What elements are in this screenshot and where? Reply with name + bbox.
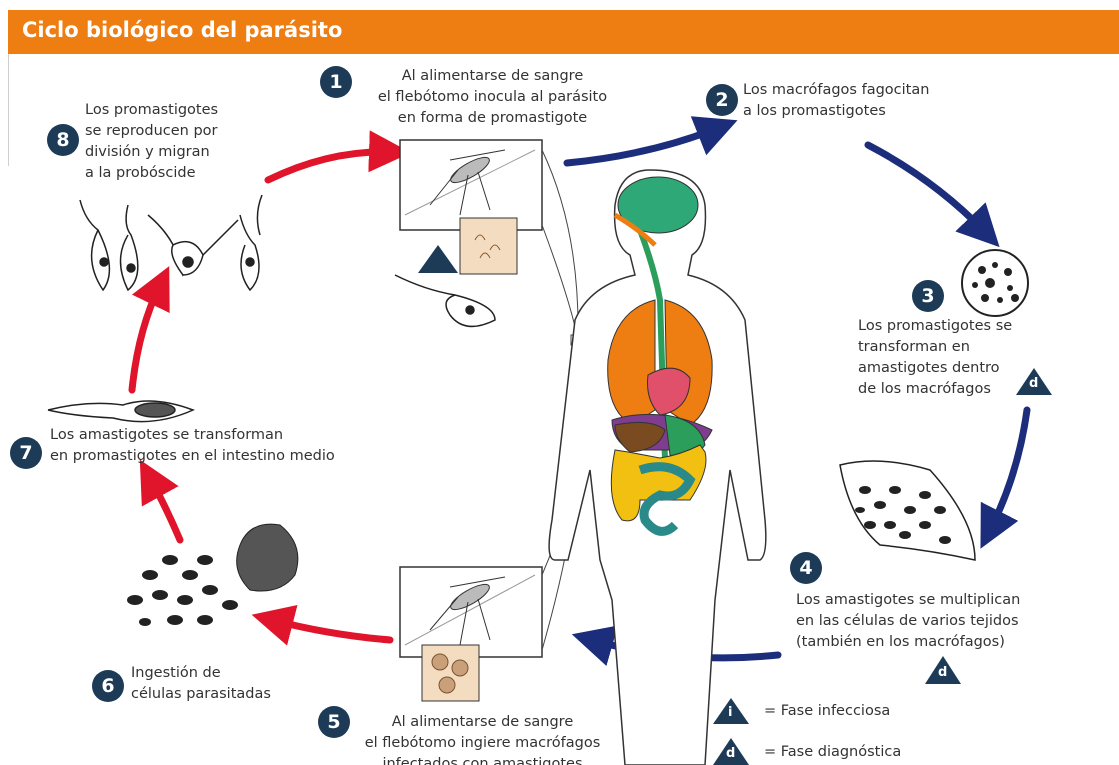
arrow-3-to-4 <box>990 410 1027 530</box>
sandfly-box-bottom <box>400 567 542 701</box>
step-3-badge: 3 <box>912 280 944 312</box>
promastigote-single <box>395 275 495 326</box>
step-4-text: Los amastigotes se multiplican en las cé… <box>796 590 1020 653</box>
step-7-badge: 7 <box>10 437 42 469</box>
step-5-text: Al alimentarse de sangre el flebótomo in… <box>340 712 625 765</box>
arrow-5-to-6 <box>272 620 390 640</box>
step-8-badge: 8 <box>47 124 79 156</box>
diagnostic-letter-step3: d <box>1029 376 1038 391</box>
arrow-8-to-1 <box>268 152 390 180</box>
arrow-6-to-7 <box>150 478 180 540</box>
arrow-2-to-3 <box>868 145 985 232</box>
step-7-text: Los amastigotes se transforman en promas… <box>50 425 335 467</box>
step-4-badge: 4 <box>790 552 822 584</box>
promastigote-elongated <box>48 401 193 422</box>
macrophage-cell <box>962 250 1028 316</box>
infectious-marker-box1 <box>418 245 458 273</box>
diagnostic-letter-step4: d <box>938 665 947 680</box>
step-1-text: Al alimentarse de sangre el flebótomo in… <box>350 66 635 129</box>
step-2-text: Los macrófagos fagocitan a los promastig… <box>743 80 929 122</box>
step-8-text: Los promastigotes se reproducen por divi… <box>85 100 218 184</box>
human-body-figure <box>549 170 766 765</box>
step-2-badge: 2 <box>706 84 738 116</box>
parasitized-cells <box>127 524 298 626</box>
legend-diagnostic-letter: d <box>726 746 735 761</box>
legend-infectious-label: = Fase infecciosa <box>764 703 890 719</box>
step-1-badge: 1 <box>320 66 352 98</box>
step-6-badge: 6 <box>92 670 124 702</box>
step-6-text: Ingestión de células parasitadas <box>131 663 271 705</box>
arrow-1-to-2 <box>567 128 718 163</box>
step-3-text: Los promastigotes se transforman en amas… <box>858 316 1012 400</box>
legend-diagnostic-label: = Fase diagnóstica <box>764 744 901 760</box>
arrow-7-to-8 <box>132 285 160 390</box>
tissue-cells <box>840 461 975 560</box>
sandfly-box-top <box>400 140 542 274</box>
legend-infectious-letter: i <box>728 705 732 720</box>
promastigotes-group <box>80 195 262 290</box>
